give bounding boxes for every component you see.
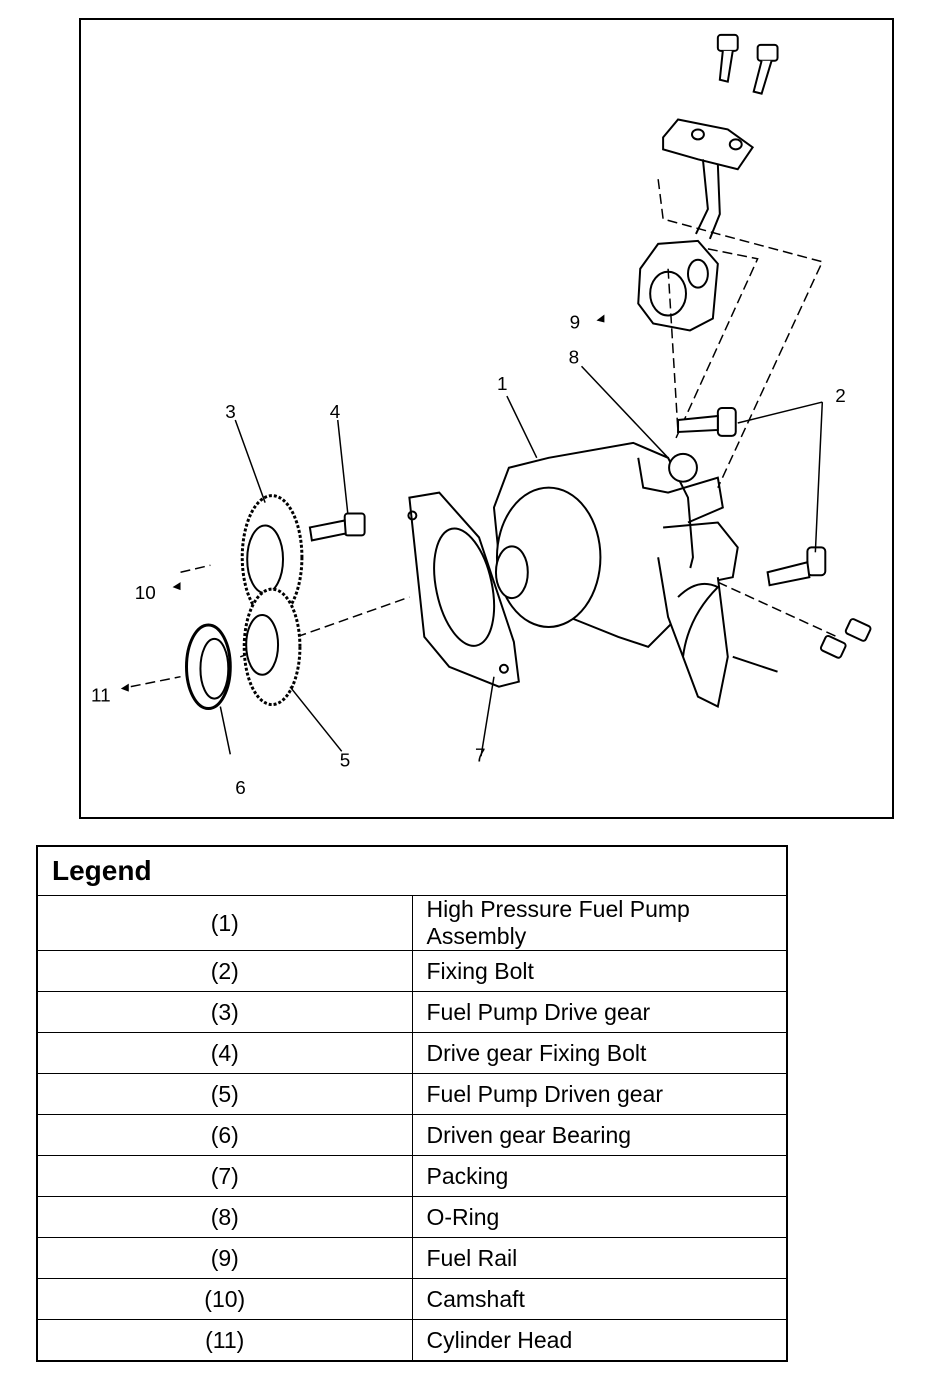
legend-body: (1)High Pressure Fuel Pump Assembly(2)Fi… xyxy=(36,895,788,1362)
legend-item-number: (2) xyxy=(36,950,413,992)
callout-1: 1 xyxy=(497,374,508,395)
legend-row: (7)Packing xyxy=(36,1155,788,1197)
callout-7: 7 xyxy=(475,745,486,766)
exploded-diagram: 1 2 3 4 5 6 7 8 9 10 11 xyxy=(79,18,894,819)
legend-row: (5)Fuel Pump Driven gear xyxy=(36,1073,788,1115)
driven-gear xyxy=(242,587,302,707)
legend-item-number: (4) xyxy=(36,1032,413,1074)
legend-header-row: Legend xyxy=(36,845,788,896)
legend-item-number: (3) xyxy=(36,991,413,1033)
legend-item-description: Camshaft xyxy=(411,1278,788,1320)
legend-row: (3)Fuel Pump Drive gear xyxy=(36,991,788,1033)
legend-item-description: O-Ring xyxy=(411,1196,788,1238)
legend-row: (8)O-Ring xyxy=(36,1196,788,1238)
callout-labels: 1 2 3 4 5 6 7 8 9 10 11 xyxy=(91,312,846,799)
legend-item-number: (9) xyxy=(36,1237,413,1279)
callout-11: 11 xyxy=(91,686,111,707)
legend-row: (1)High Pressure Fuel Pump Assembly xyxy=(36,895,788,951)
legend-row: (11)Cylinder Head xyxy=(36,1319,788,1362)
callout-arrows xyxy=(120,314,605,692)
legend-item-description: Fuel Rail xyxy=(411,1237,788,1279)
driven-gear-bearing xyxy=(185,623,232,711)
pump-body xyxy=(492,441,739,709)
legend-item-number: (5) xyxy=(36,1073,413,1115)
legend-item-description: High Pressure Fuel Pump Assembly xyxy=(411,895,788,951)
fuel-rail-bolts xyxy=(716,33,779,95)
legend-row: (4)Drive gear Fixing Bolt xyxy=(36,1032,788,1074)
leader-lines xyxy=(219,365,824,757)
legend-row: (9)Fuel Rail xyxy=(36,1237,788,1279)
legend-item-description: Fuel Pump Drive gear xyxy=(411,991,788,1033)
legend-item-number: (10) xyxy=(36,1278,413,1320)
legend-item-number: (7) xyxy=(36,1155,413,1197)
fuel-rail-part xyxy=(637,118,755,332)
pump-fixing-bolts xyxy=(677,407,872,673)
callout-3: 3 xyxy=(225,402,236,423)
legend-item-number: (11) xyxy=(36,1319,413,1362)
callout-10: 10 xyxy=(135,583,156,604)
legend-item-number: (1) xyxy=(36,895,413,951)
legend-table: Legend (1)High Pressure Fuel Pump Assemb… xyxy=(36,845,788,1362)
legend-item-number: (8) xyxy=(36,1196,413,1238)
legend-item-description: Driven gear Bearing xyxy=(411,1114,788,1156)
legend-item-description: Cylinder Head xyxy=(411,1319,788,1362)
packing-gasket xyxy=(407,491,520,688)
callout-5: 5 xyxy=(340,750,351,771)
legend-item-number: (6) xyxy=(36,1114,413,1156)
callout-4: 4 xyxy=(330,402,341,423)
callout-8: 8 xyxy=(569,347,580,368)
legend-item-description: Fixing Bolt xyxy=(411,950,788,992)
legend-row: (2)Fixing Bolt xyxy=(36,950,788,992)
legend-row: (6)Driven gear Bearing xyxy=(36,1114,788,1156)
legend-item-description: Drive gear Fixing Bolt xyxy=(411,1032,788,1074)
callout-9: 9 xyxy=(570,312,581,333)
legend-title: Legend xyxy=(36,845,788,896)
legend-row: (10)Camshaft xyxy=(36,1278,788,1320)
drive-gear-bolt xyxy=(308,512,366,542)
legend-item-description: Packing xyxy=(411,1155,788,1197)
diagram-drawing: 1 2 3 4 5 6 7 8 9 10 11 xyxy=(91,33,872,799)
drive-gear xyxy=(240,494,304,621)
legend-item-description: Fuel Pump Driven gear xyxy=(411,1073,788,1115)
callout-6: 6 xyxy=(235,778,246,799)
callout-2: 2 xyxy=(835,386,846,407)
